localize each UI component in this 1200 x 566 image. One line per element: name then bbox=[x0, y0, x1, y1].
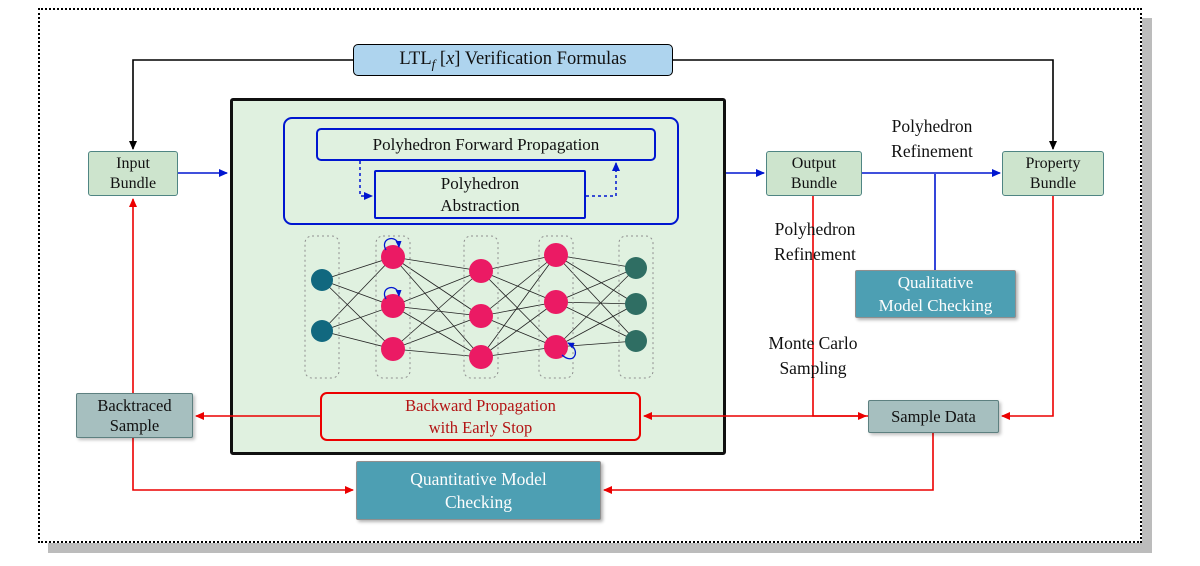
arrow-backtraced-to-quantitative bbox=[132, 438, 354, 494]
ltl-formulas-box: LTLf [x] Verification Formulas bbox=[353, 44, 673, 76]
nn-connection bbox=[555, 267, 637, 348]
polyhedron-refinement-label-mid: Polyhedron Refinement bbox=[774, 219, 856, 264]
arrow-forward-to-abstraction bbox=[359, 161, 373, 200]
nn-connection bbox=[480, 346, 557, 358]
abstraction-line1: Polyhedron bbox=[440, 173, 520, 193]
arrow-ltl-to-input-bundle bbox=[129, 59, 353, 150]
arrow-abstraction-to-forward bbox=[586, 162, 620, 197]
nn-connection bbox=[392, 348, 482, 358]
nn-layer-outline bbox=[304, 235, 340, 379]
nn-layer-outline bbox=[375, 235, 411, 379]
forward-propagation-label: Polyhedron Forward Propagation bbox=[372, 134, 600, 154]
output-bundle-box: Output Bundle bbox=[766, 151, 862, 196]
polyhedron-refinement-label-top: Polyhedron Refinement bbox=[891, 116, 973, 161]
nn-connection bbox=[392, 270, 482, 350]
arrow-output-to-sampledata bbox=[812, 196, 867, 420]
quantitative-line1: Quantitative Model bbox=[410, 468, 547, 489]
backward-propagation-line1: Backward Propagation bbox=[405, 395, 556, 415]
qualitative-line1: Qualitative bbox=[897, 273, 974, 292]
nn-neuron bbox=[625, 293, 647, 315]
nn-connection bbox=[321, 330, 394, 350]
nn-neuron bbox=[625, 330, 647, 352]
nn-connection bbox=[555, 254, 637, 342]
quantitative-line2: Checking bbox=[444, 491, 513, 512]
nn-connection bbox=[392, 305, 482, 358]
recurrent-loop-icon bbox=[383, 286, 402, 300]
nn-neuron bbox=[469, 259, 493, 283]
recurrent-loop-icon bbox=[383, 237, 402, 251]
nn-connection bbox=[555, 301, 637, 305]
backtraced-sample-line2: Sample bbox=[109, 415, 160, 435]
nn-neuron bbox=[311, 320, 333, 342]
nn-connection bbox=[321, 256, 394, 281]
nn-layer-outline bbox=[538, 235, 574, 379]
nn-connection bbox=[480, 301, 557, 358]
nn-connection bbox=[392, 256, 482, 272]
abstraction-line2: Abstraction bbox=[440, 195, 520, 215]
input-bundle-line2: Bundle bbox=[109, 174, 157, 192]
arrow-sampledata-to-quantitative bbox=[603, 433, 934, 494]
nn-layer-outline bbox=[463, 235, 499, 379]
property-bundle-line2: Bundle bbox=[1029, 174, 1077, 192]
recurrent-loop-icon bbox=[561, 342, 577, 360]
arrow-ltl-to-property-bundle bbox=[673, 59, 1057, 150]
nn-connection bbox=[392, 315, 482, 350]
output-bundle-line1: Output bbox=[791, 154, 837, 172]
nn-connection bbox=[392, 270, 482, 307]
nn-connection bbox=[480, 254, 557, 358]
abstraction-box: Polyhedron Abstraction bbox=[374, 170, 586, 219]
nn-connection bbox=[480, 301, 557, 317]
backtraced-sample-line1: Backtraced bbox=[97, 395, 172, 415]
nn-connection bbox=[555, 303, 637, 348]
nn-connection bbox=[555, 267, 637, 303]
nn-connection bbox=[392, 256, 482, 317]
backward-propagation-box: Backward Propagation with Early Stop bbox=[320, 392, 641, 441]
nn-connection bbox=[392, 256, 482, 358]
nn-connection bbox=[555, 254, 637, 305]
nn-connection bbox=[392, 305, 482, 317]
quantitative-model-checking-box: Quantitative Model Checking bbox=[356, 461, 601, 520]
propagation-outer-box bbox=[283, 117, 679, 225]
nn-connection bbox=[321, 305, 394, 332]
nn-neuron bbox=[544, 243, 568, 267]
input-bundle-line1: Input bbox=[116, 154, 150, 172]
backtraced-sample-box: Backtraced Sample bbox=[76, 393, 193, 438]
nn-neuron bbox=[381, 337, 405, 361]
nn-neuron bbox=[311, 269, 333, 291]
backward-propagation-line2: with Early Stop bbox=[428, 417, 533, 437]
monte-carlo-sampling-label: Monte Carlo Sampling bbox=[768, 333, 858, 378]
nn-neuron bbox=[469, 304, 493, 328]
nn-connection bbox=[480, 315, 557, 348]
nn-neuron bbox=[625, 257, 647, 279]
nn-connection bbox=[480, 270, 557, 303]
nn-connection bbox=[555, 340, 637, 348]
nn-connection bbox=[480, 254, 557, 272]
forward-propagation-box: Polyhedron Forward Propagation bbox=[316, 128, 656, 161]
neural-network-graphic bbox=[304, 235, 654, 379]
input-bundle-box: Input Bundle bbox=[88, 151, 178, 196]
nn-connection bbox=[555, 301, 637, 342]
nn-connection bbox=[321, 256, 394, 332]
nn-neuron bbox=[544, 290, 568, 314]
nn-neuron bbox=[469, 345, 493, 369]
nn-connection bbox=[555, 254, 637, 269]
output-bundle-line2: Bundle bbox=[790, 174, 838, 192]
nn-neuron bbox=[381, 294, 405, 318]
ltl-formulas-label: LTLf [x] Verification Formulas bbox=[399, 49, 627, 72]
nn-connection bbox=[480, 254, 557, 317]
nn-layer-outline bbox=[618, 235, 654, 379]
property-bundle-box: Property Bundle bbox=[1002, 151, 1104, 196]
sample-data-box: Sample Data bbox=[868, 400, 999, 433]
nn-neuron bbox=[381, 245, 405, 269]
property-bundle-line1: Property bbox=[1025, 154, 1081, 172]
nn-connection bbox=[321, 279, 394, 350]
nn-connection bbox=[321, 279, 394, 307]
nn-neuron bbox=[544, 335, 568, 359]
qualitative-line2: Model Checking bbox=[878, 296, 993, 315]
qualitative-model-checking-box: Qualitative Model Checking bbox=[855, 270, 1016, 318]
arrow-property-to-sampledata bbox=[1001, 196, 1054, 420]
sample-data-label: Sample Data bbox=[891, 406, 976, 426]
